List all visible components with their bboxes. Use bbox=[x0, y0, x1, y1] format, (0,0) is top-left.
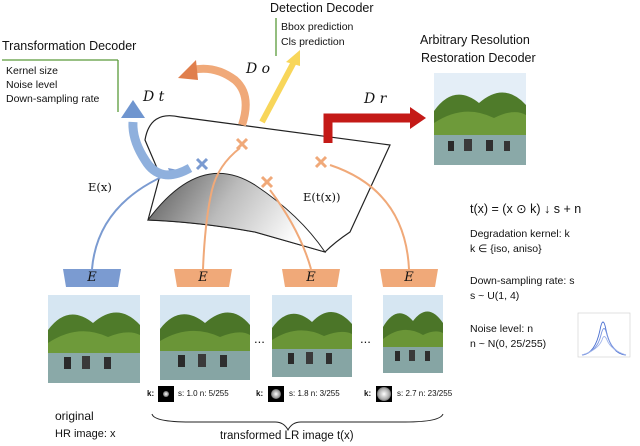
encoder-hr-shape bbox=[63, 269, 121, 287]
lr1-curve bbox=[202, 147, 241, 270]
encoder-lr3-label: E bbox=[404, 270, 414, 285]
hr-embedding-label: E(x) bbox=[88, 180, 112, 194]
kernel-1-image bbox=[158, 386, 174, 402]
lr-caption: transformed LR image t(x) bbox=[220, 430, 354, 442]
transformation-item-kernel: Kernel size bbox=[6, 65, 58, 77]
transformation-decoder-symbol: D t bbox=[143, 89, 165, 105]
lr3-curve bbox=[329, 164, 410, 270]
encoder-lr1-label: E bbox=[198, 270, 208, 285]
transformation-item-noise: Noise level bbox=[6, 79, 58, 91]
downsampling-rate-domain: s ~ U(1, 4) bbox=[470, 290, 520, 302]
kernel-1-k-label: k: bbox=[147, 389, 155, 398]
manifold-shadow bbox=[147, 172, 327, 253]
noise-level-title: Noise level: n bbox=[470, 323, 534, 335]
detection-decoder-title: Detection Decoder bbox=[270, 1, 374, 15]
ellipsis-1: ... bbox=[254, 331, 265, 346]
restored-hr-image bbox=[434, 73, 526, 165]
restoration-decoder-title-2: Restoration Decoder bbox=[421, 51, 536, 65]
hr-caption-original: original bbox=[55, 409, 94, 423]
lr2-curve bbox=[269, 189, 312, 270]
degradation-kernel-domain: k ∈ {iso, aniso} bbox=[470, 243, 542, 255]
transformation-decoder-title: Transformation Decoder bbox=[2, 39, 137, 53]
detection-item-bbox: Bbox prediction bbox=[281, 21, 354, 33]
transformation-orange-arrowhead bbox=[178, 60, 198, 80]
hr-embedding-cross bbox=[195, 157, 209, 171]
kernel-2-k-label: k: bbox=[256, 389, 264, 398]
detection-arrowhead bbox=[286, 50, 300, 66]
noise-plot-curve-2 bbox=[581, 328, 627, 356]
lr-embedding-cross-1 bbox=[235, 137, 249, 151]
noise-level-domain: n ~ N(0, 25/255) bbox=[470, 338, 547, 350]
kernel-2-params: s: 1.8 n: 3/255 bbox=[289, 389, 340, 398]
kernel-3-image bbox=[376, 386, 392, 402]
kernel-2-image bbox=[268, 386, 284, 402]
degradation-formula: t(x) = (x ⊙ k) ↓ s + n bbox=[470, 202, 582, 216]
downsampling-rate-title: Down-sampling rate: s bbox=[470, 275, 575, 287]
kernel-3-params: s: 2.7 n: 23/255 bbox=[397, 389, 453, 398]
noise-plot-frame bbox=[577, 312, 631, 358]
detection-item-cls: Cls prediction bbox=[281, 36, 345, 48]
kernel-1-params: s: 1.0 n: 5/255 bbox=[178, 389, 229, 398]
hr-caption-image: HR image: x bbox=[55, 428, 116, 440]
noise-plot-curve-3 bbox=[581, 336, 627, 356]
transformation-blue-arrowhead bbox=[121, 100, 145, 118]
lr-embedding-cross-2 bbox=[260, 175, 274, 189]
transformation-blue-arc bbox=[128, 121, 193, 180]
encoder-hr-label: E bbox=[87, 270, 97, 285]
encoder-lr2-label: E bbox=[306, 270, 316, 285]
transformation-orange-arc bbox=[191, 64, 250, 127]
lr-caption-bracket bbox=[151, 413, 444, 432]
encoder-lr2-shape bbox=[282, 269, 340, 287]
ellipsis-2: ... bbox=[360, 331, 371, 346]
kernel-3-k-label: k: bbox=[364, 389, 372, 398]
degradation-kernel-title: Degradation kernel: k bbox=[470, 228, 570, 240]
lr-embedding-cross-3 bbox=[314, 155, 328, 169]
detection-decoder-symbol: D o bbox=[246, 61, 271, 77]
encoder-lr1-shape bbox=[174, 269, 232, 287]
restoration-arrow-shaft bbox=[323, 113, 410, 143]
restoration-decoder-title-1: Arbitrary Resolution bbox=[420, 33, 530, 47]
lr-embedding-label: E(t(x)) bbox=[303, 190, 341, 204]
restoration-arrowhead bbox=[410, 107, 426, 129]
detection-arrow-shaft bbox=[259, 58, 298, 124]
lr-image-3 bbox=[383, 295, 443, 373]
lr-image-2 bbox=[272, 295, 352, 377]
hr-image-x bbox=[48, 295, 140, 383]
transformation-item-rate: Down-sampling rate bbox=[6, 93, 100, 105]
lr-image-1 bbox=[160, 295, 250, 380]
restoration-decoder-symbol: D r bbox=[364, 91, 387, 107]
encoder-lr3-shape bbox=[380, 269, 438, 287]
